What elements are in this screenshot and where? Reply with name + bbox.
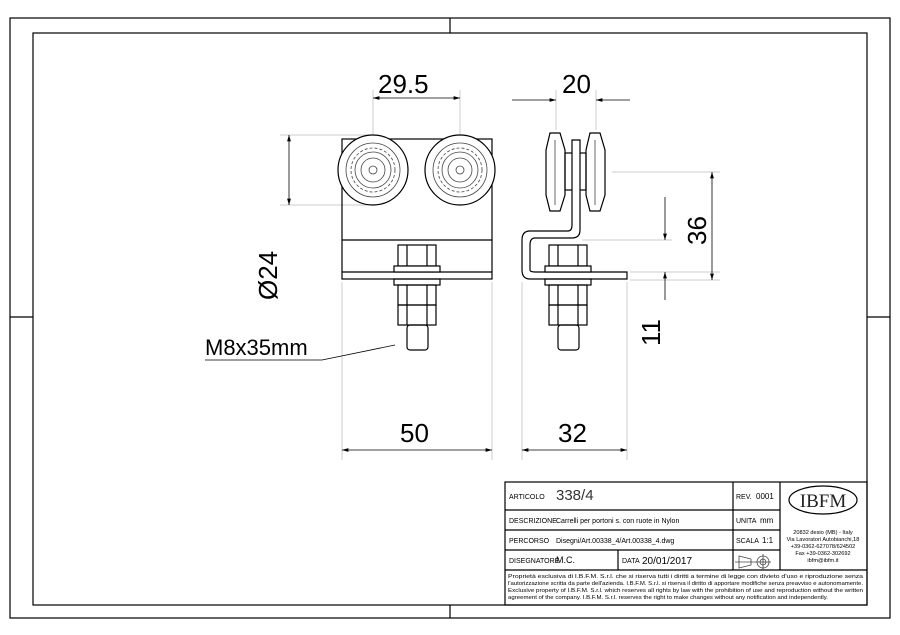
dim-50: 50 — [400, 418, 429, 448]
disclaimer-line: l'autorizzazione scritta da parte dell'a… — [508, 581, 863, 587]
articolo-label: ARTICOLO — [509, 494, 545, 501]
dim-20: 20 — [562, 69, 591, 99]
wheel-left — [337, 134, 409, 206]
disclaimer-line: Exclusive property of I.B.F.M. S.r.l. wh… — [508, 588, 863, 594]
logo-text: IBFM — [800, 491, 847, 512]
disclaimer-line: agreement of the company. I.B.F.M. S.r.l… — [508, 595, 828, 601]
rev-value: 0001 — [756, 492, 774, 501]
percorso-label: PERCORSO — [509, 538, 550, 545]
side-view — [521, 90, 720, 460]
unita-value: mm — [760, 516, 774, 525]
articolo-value: 338/4 — [556, 487, 594, 504]
bolt-side — [544, 244, 592, 351]
dim-11: 11 — [636, 319, 666, 346]
address-line: Fax +39-0362-302692 — [795, 551, 850, 557]
bolt-front — [393, 244, 441, 351]
address-line: Via Lavoratori Autobianchi,18 — [787, 537, 860, 543]
data-label: DATA — [622, 558, 640, 565]
dimension-lines — [205, 96, 714, 452]
disegnatore-label: DISEGNATORE — [509, 558, 560, 565]
dimension-labels: 29.5 20 Ø24 36 11 50 32 M8x35mm — [205, 69, 712, 448]
center-marks — [10, 18, 890, 618]
dim-29-5: 29.5 — [378, 69, 429, 99]
descrizione-label: DESCRIZIONE — [509, 518, 557, 525]
dim-32: 32 — [558, 418, 587, 448]
address: 20832 desio (MB) - Italy Via Lavoratori … — [787, 530, 860, 564]
scala-value: 1:1 — [762, 536, 774, 545]
rev-label: REV. — [736, 494, 752, 501]
scala-label: SCALA — [736, 538, 759, 545]
percorso-value: Disegni/Art.00338_4/Art.00338_4.dwg — [556, 538, 674, 545]
title-block: ARTICOLO 338/4 REV. 0001 DESCRIZIONE Car… — [504, 481, 868, 606]
address-line: 20832 desio (MB) - Italy — [793, 530, 853, 536]
unita-label: UNITA — [736, 518, 757, 525]
address-line: ibfm@ibfm.it — [807, 558, 839, 564]
dim-36: 36 — [682, 216, 712, 245]
front-view — [280, 90, 496, 460]
disclaimer-line: Proprietà esclusiva di I.B.F.M. S.r.l. c… — [508, 574, 864, 580]
outer-frame — [9, 17, 891, 619]
disclaimer: Proprietà esclusiva di I.B.F.M. S.r.l. c… — [508, 574, 864, 601]
projection-symbol-icon — [735, 554, 771, 570]
wheel-right — [424, 134, 496, 206]
dim-diameter-24: Ø24 — [253, 251, 283, 300]
disegnatore-value: M.C. — [556, 555, 575, 565]
bolt-label: M8x35mm — [205, 335, 308, 360]
descrizione-value: Carrelli per portoni s. con ruote in Nyl… — [556, 518, 679, 525]
data-value: 20/01/2017 — [642, 556, 692, 567]
ibfm-logo — [788, 485, 858, 515]
address-line: +39-0362-627078/624502 — [791, 544, 856, 550]
